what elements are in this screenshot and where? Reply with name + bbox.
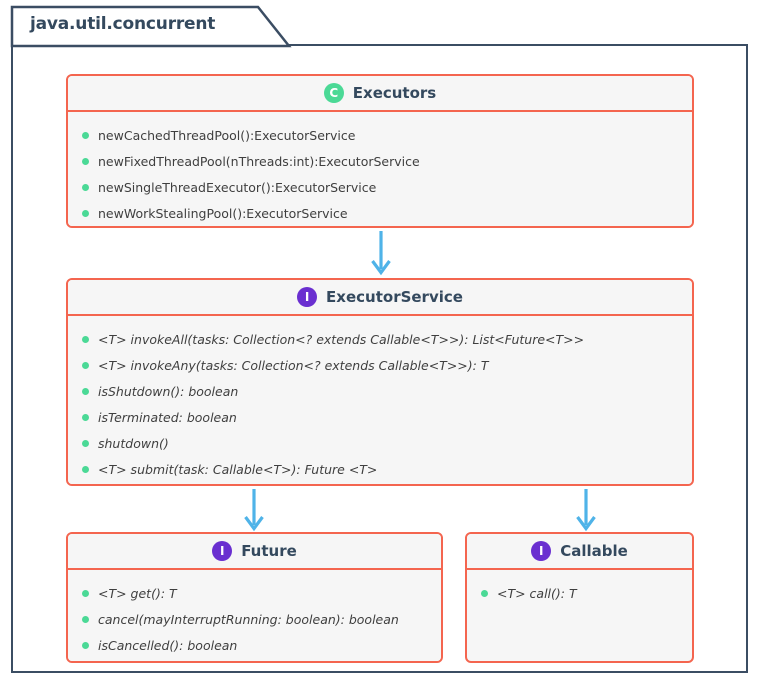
member-label: newCachedThreadPool():ExecutorService [98,127,356,143]
bullet-icon [82,131,89,139]
arrow-executorservice-to-future [244,489,264,532]
class-header-executors: C Executors [68,76,692,112]
member-label: <T> invokeAny(tasks: Collection<? extend… [98,357,489,373]
member-label: newFixedThreadPool(nThreads:int):Executo… [98,153,420,169]
member-label: shutdown() [98,435,169,451]
interface-stereotype-icon: I [531,541,552,561]
class-members-future: <T> get(): T cancel(mayInterruptRunning:… [68,570,441,661]
bullet-icon [82,465,89,473]
class-title-future: Future [241,542,297,560]
class-members-executorservice: <T> invokeAll(tasks: Collection<? extend… [68,316,692,484]
class-members-executors: newCachedThreadPool():ExecutorService ne… [68,112,692,226]
bullet-icon [481,589,488,597]
member-row: newCachedThreadPool():ExecutorService [68,122,692,148]
package-name-label: java.util.concurrent [30,14,216,34]
bullet-icon [82,209,89,217]
member-row: <T> invokeAny(tasks: Collection<? extend… [68,352,692,378]
arrow-executorservice-to-callable [576,489,596,532]
bullet-icon [82,335,89,343]
member-label: newWorkStealingPool():ExecutorService [98,205,348,221]
member-row: <T> get(): T [68,580,441,606]
class-title-executors: Executors [352,84,437,102]
member-row: newWorkStealingPool():ExecutorService [68,200,692,226]
member-row: <T> call(): T [467,580,692,606]
member-row: newFixedThreadPool(nThreads:int):Executo… [68,148,692,174]
member-row: isTerminated: boolean [68,404,692,430]
class-box-callable[interactable]: I Callable <T> call(): T [465,532,694,663]
class-title-executorservice: ExecutorService [326,288,463,306]
member-row: shutdown() [68,430,692,456]
member-row: cancel(mayInterruptRunning: boolean): bo… [68,606,441,632]
member-row: <T> invokeAll(tasks: Collection<? extend… [68,326,692,352]
interface-stereotype-icon: I [297,287,318,307]
class-box-executors[interactable]: C Executors newCachedThreadPool():Execut… [66,74,694,228]
class-stereotype-icon: C [323,83,344,103]
member-label: <T> invokeAll(tasks: Collection<? extend… [98,331,585,347]
bullet-icon [82,439,89,447]
interface-stereotype-icon: I [212,541,233,561]
member-row: isCancelled(): boolean [68,632,441,658]
member-label: <T> get(): T [98,585,177,601]
class-header-callable: I Callable [467,534,692,570]
bullet-icon [82,387,89,395]
bullet-icon [82,361,89,369]
bullet-icon [82,589,89,597]
class-header-executorservice: I ExecutorService [68,280,692,316]
member-label: <T> submit(task: Callable<T>): Future <T… [98,461,378,477]
bullet-icon [82,641,89,649]
class-box-future[interactable]: I Future <T> get(): T cancel(mayInterrup… [66,532,443,663]
member-label: isShutdown(): boolean [98,383,239,399]
bullet-icon [82,183,89,191]
class-header-future: I Future [68,534,441,570]
member-row: <T> submit(task: Callable<T>): Future <T… [68,456,692,482]
member-label: newSingleThreadExecutor():ExecutorServic… [98,179,377,195]
arrow-executors-to-executorservice [371,231,391,276]
bullet-icon [82,413,89,421]
class-title-callable: Callable [560,542,628,560]
package-tab [10,5,292,48]
member-row: newSingleThreadExecutor():ExecutorServic… [68,174,692,200]
member-label: isCancelled(): boolean [98,637,238,653]
member-label: <T> call(): T [497,585,577,601]
member-label: isTerminated: boolean [98,409,237,425]
member-label: cancel(mayInterruptRunning: boolean): bo… [98,611,399,627]
class-box-executorservice[interactable]: I ExecutorService <T> invokeAll(tasks: C… [66,278,694,486]
class-members-callable: <T> call(): T [467,570,692,614]
bullet-icon [82,157,89,165]
member-row: isShutdown(): boolean [68,378,692,404]
bullet-icon [82,615,89,623]
